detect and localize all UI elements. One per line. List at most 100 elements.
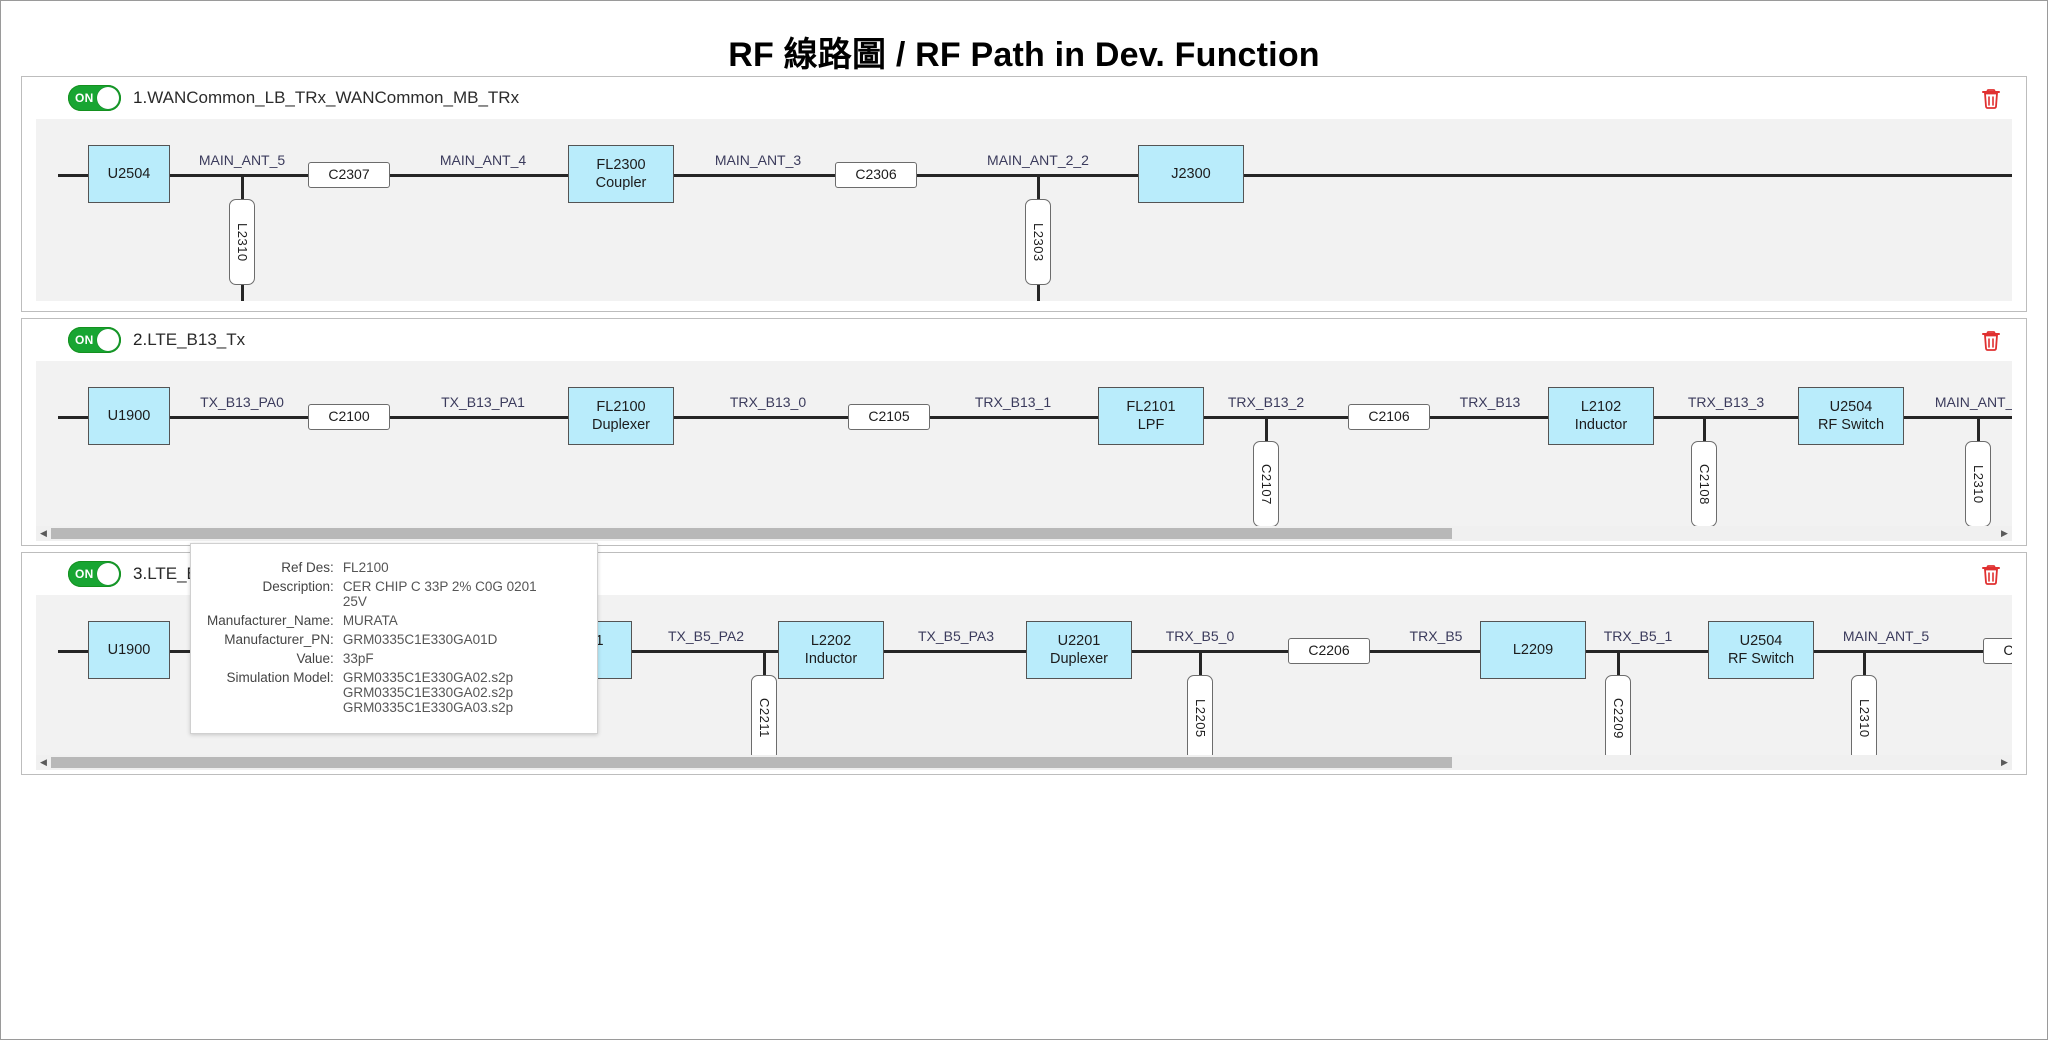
scrollbar-thumb[interactable] [51, 757, 1453, 768]
toggle-on-label: ON [75, 567, 94, 581]
component-l2303[interactable]: L2303 [1025, 199, 1051, 285]
component-refdes: U2201 [1057, 632, 1101, 649]
component-l2209[interactable]: L2209 [1480, 621, 1586, 679]
component-j2300[interactable]: J2300 [1138, 145, 1244, 203]
component-c2206[interactable]: C2206 [1288, 638, 1370, 664]
component-type: Duplexer [591, 417, 651, 433]
component-c2307[interactable]: C2307 [1983, 638, 2012, 664]
component-l2310[interactable]: L2310 [1851, 675, 1877, 755]
component-l2310[interactable]: L2310 [1965, 441, 1991, 526]
scroll-right-arrow[interactable]: ▶ [2001, 528, 2008, 538]
component-refdes: L2202 [810, 632, 852, 649]
component-refdes: U2504 [1829, 398, 1873, 415]
component-refdes: C2107 [1259, 463, 1275, 505]
toggle-knob[interactable] [97, 87, 119, 109]
horizontal-scrollbar[interactable]: ◀▶ [36, 526, 2012, 541]
toggle-switch-1[interactable]: ON [68, 85, 121, 111]
component-refdes: U1900 [107, 407, 151, 424]
net-label: MAIN_ANT_4 [439, 152, 527, 168]
tooltip-value-line: GRM0335C1E330GA03.s2p [342, 700, 514, 715]
component-u1900[interactable]: U1900 [88, 387, 170, 445]
component-l2205[interactable]: L2205 [1187, 675, 1213, 755]
toggle-switch-2[interactable]: ON [68, 327, 121, 353]
component-c2306[interactable]: C2306 [835, 162, 917, 188]
tooltip-value-line: 33pF [342, 651, 374, 666]
component-refdes: FL2300 [596, 156, 646, 173]
component-type: RF Switch [1817, 417, 1885, 433]
toggle-knob[interactable] [97, 329, 119, 351]
panel-name: LTE_B13_Tx [147, 330, 246, 349]
tooltip-row: Ref Des:FL2100 [207, 558, 537, 577]
shunt-wire [1265, 416, 1268, 441]
panel-bottom-spacer [22, 301, 2026, 311]
component-c2211[interactable]: C2211 [751, 675, 777, 755]
panel-index: 2. [133, 330, 148, 349]
component-c2307[interactable]: C2307 [308, 162, 390, 188]
signal-wire [58, 416, 2012, 419]
net-label: MAIN_ANT_5 [1934, 394, 2012, 410]
component-type: LPF [1137, 417, 1165, 433]
shunt-wire [1703, 416, 1706, 441]
panel-name: WANCommon_LB_TRx_WANCommon_MB_TRx [147, 88, 520, 107]
tooltip-value-line: CER CHIP C 33P 2% C0G 0201 [342, 579, 537, 594]
tooltip-row: Manufacturer_Name:MURATA [207, 611, 537, 630]
component-u2504[interactable]: U2504 [88, 145, 170, 203]
tooltip-value: FL2100 [343, 558, 537, 577]
scrollbar-thumb[interactable] [51, 528, 1453, 539]
scroll-right-arrow[interactable]: ▶ [2001, 757, 2008, 767]
component-refdes: J2300 [1171, 165, 1211, 182]
component-u1900[interactable]: U1900 [88, 621, 170, 679]
net-label: TX_B13_PA1 [441, 394, 525, 410]
toggle-on-label: ON [75, 333, 94, 347]
component-refdes: L2209 [1512, 641, 1554, 658]
component-c2107[interactable]: C2107 [1253, 441, 1279, 526]
horizontal-scrollbar[interactable]: ◀▶ [36, 755, 2012, 770]
component-c2209[interactable]: C2209 [1605, 675, 1631, 755]
component-u2504[interactable]: U2504 RF Switch [1798, 387, 1904, 445]
toggle-switch-3[interactable]: ON [68, 561, 121, 587]
delete-path-button[interactable] [1980, 328, 2002, 352]
panel-index: 3. [133, 564, 148, 583]
component-l2310[interactable]: L2310 [229, 199, 255, 285]
net-label: TRX_B5_0 [1165, 628, 1235, 644]
tooltip-value-line: GRM0335C1E330GA01D [342, 632, 498, 647]
tooltip-value: MURATA [343, 611, 537, 630]
component-c2100[interactable]: C2100 [308, 404, 390, 430]
component-c2106[interactable]: C2106 [1348, 404, 1430, 430]
scrollbar-track[interactable] [51, 756, 1997, 769]
net-label: MAIN_ANT_5 [198, 152, 286, 168]
net-label: MAIN_ANT_3 [714, 152, 802, 168]
component-refdes: L2310 [1857, 698, 1873, 738]
shunt-wire [1617, 650, 1620, 675]
component-c2105[interactable]: C2105 [848, 404, 930, 430]
component-refdes: FL2100 [596, 398, 646, 415]
component-refdes: C2108 [1697, 463, 1713, 505]
net-label: TRX_B13 [1459, 394, 1521, 410]
component-type: Inductor [1574, 417, 1628, 433]
component-c2108[interactable]: C2108 [1691, 441, 1717, 526]
scrollbar-track[interactable] [51, 527, 1997, 540]
scroll-left-arrow[interactable]: ◀ [40, 757, 47, 767]
tooltip-value-line: FL2100 [342, 560, 389, 575]
component-refdes: C2106 [1368, 408, 1410, 425]
shunt-wire [1037, 174, 1040, 199]
delete-path-button[interactable] [1980, 562, 2002, 586]
toggle-knob[interactable] [97, 563, 119, 585]
scroll-left-arrow[interactable]: ◀ [40, 528, 47, 538]
component-refdes: C2105 [868, 408, 910, 425]
component-type: Coupler [595, 175, 647, 191]
delete-path-button[interactable] [1980, 86, 2002, 110]
